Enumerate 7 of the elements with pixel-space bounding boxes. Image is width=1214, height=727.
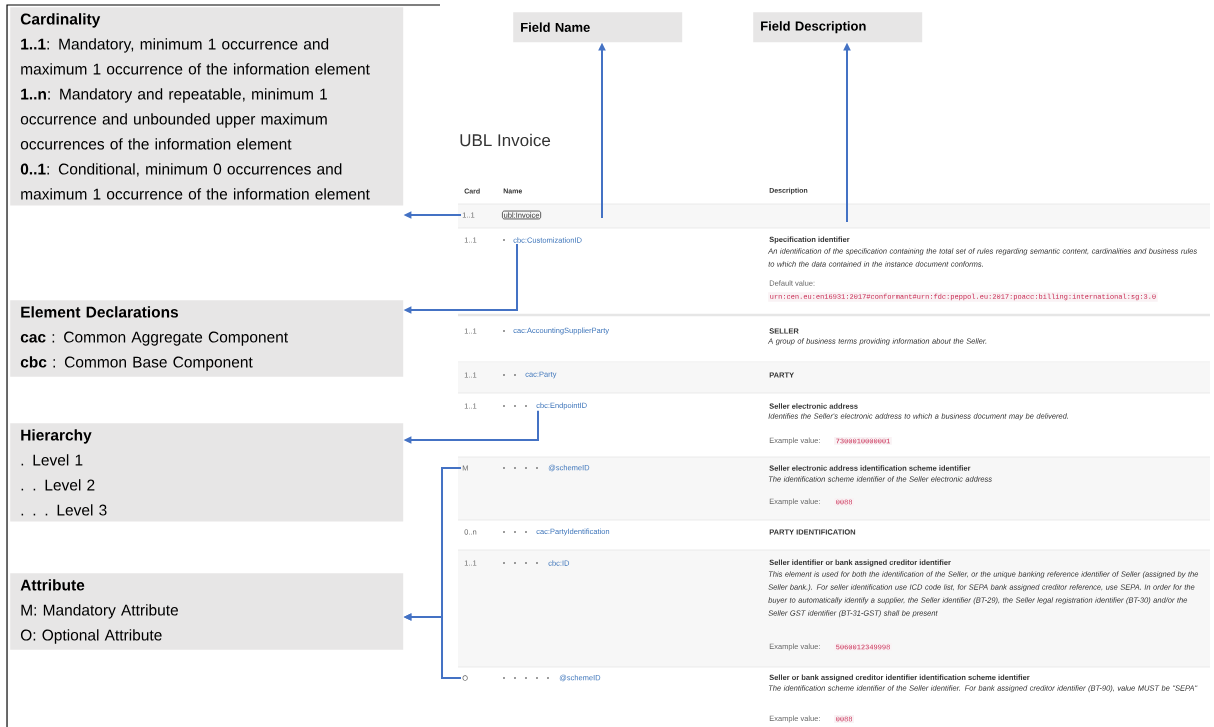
note-box: Hierarchy . Level 1 . . Level 2 . . . Level 3	[10, 423, 404, 522]
note-box: Element Declarations cac : Common Aggregate Component cbc : Common Base Component	[10, 300, 404, 377]
callout-box: Field Name	[513, 12, 683, 43]
table-title: UBL Invoice	[460, 133, 551, 147]
note-box: Cardinality 1..1: Mandatory, minimum 1 occurrence and maximum 1 occurrence of the information element 1..n: Mandatory and repeatable, minimum 1 occurrence and unbounded upper maximum occurrences of the information element 0..1: Conditional, minimum 0 occurrences and maximum 1 occurrence of the information element	[10, 7, 404, 206]
note-box: Attribute M: Mandatory Attribute O: Optional Attribute	[10, 573, 404, 650]
callout-box: Field Description	[753, 12, 923, 43]
